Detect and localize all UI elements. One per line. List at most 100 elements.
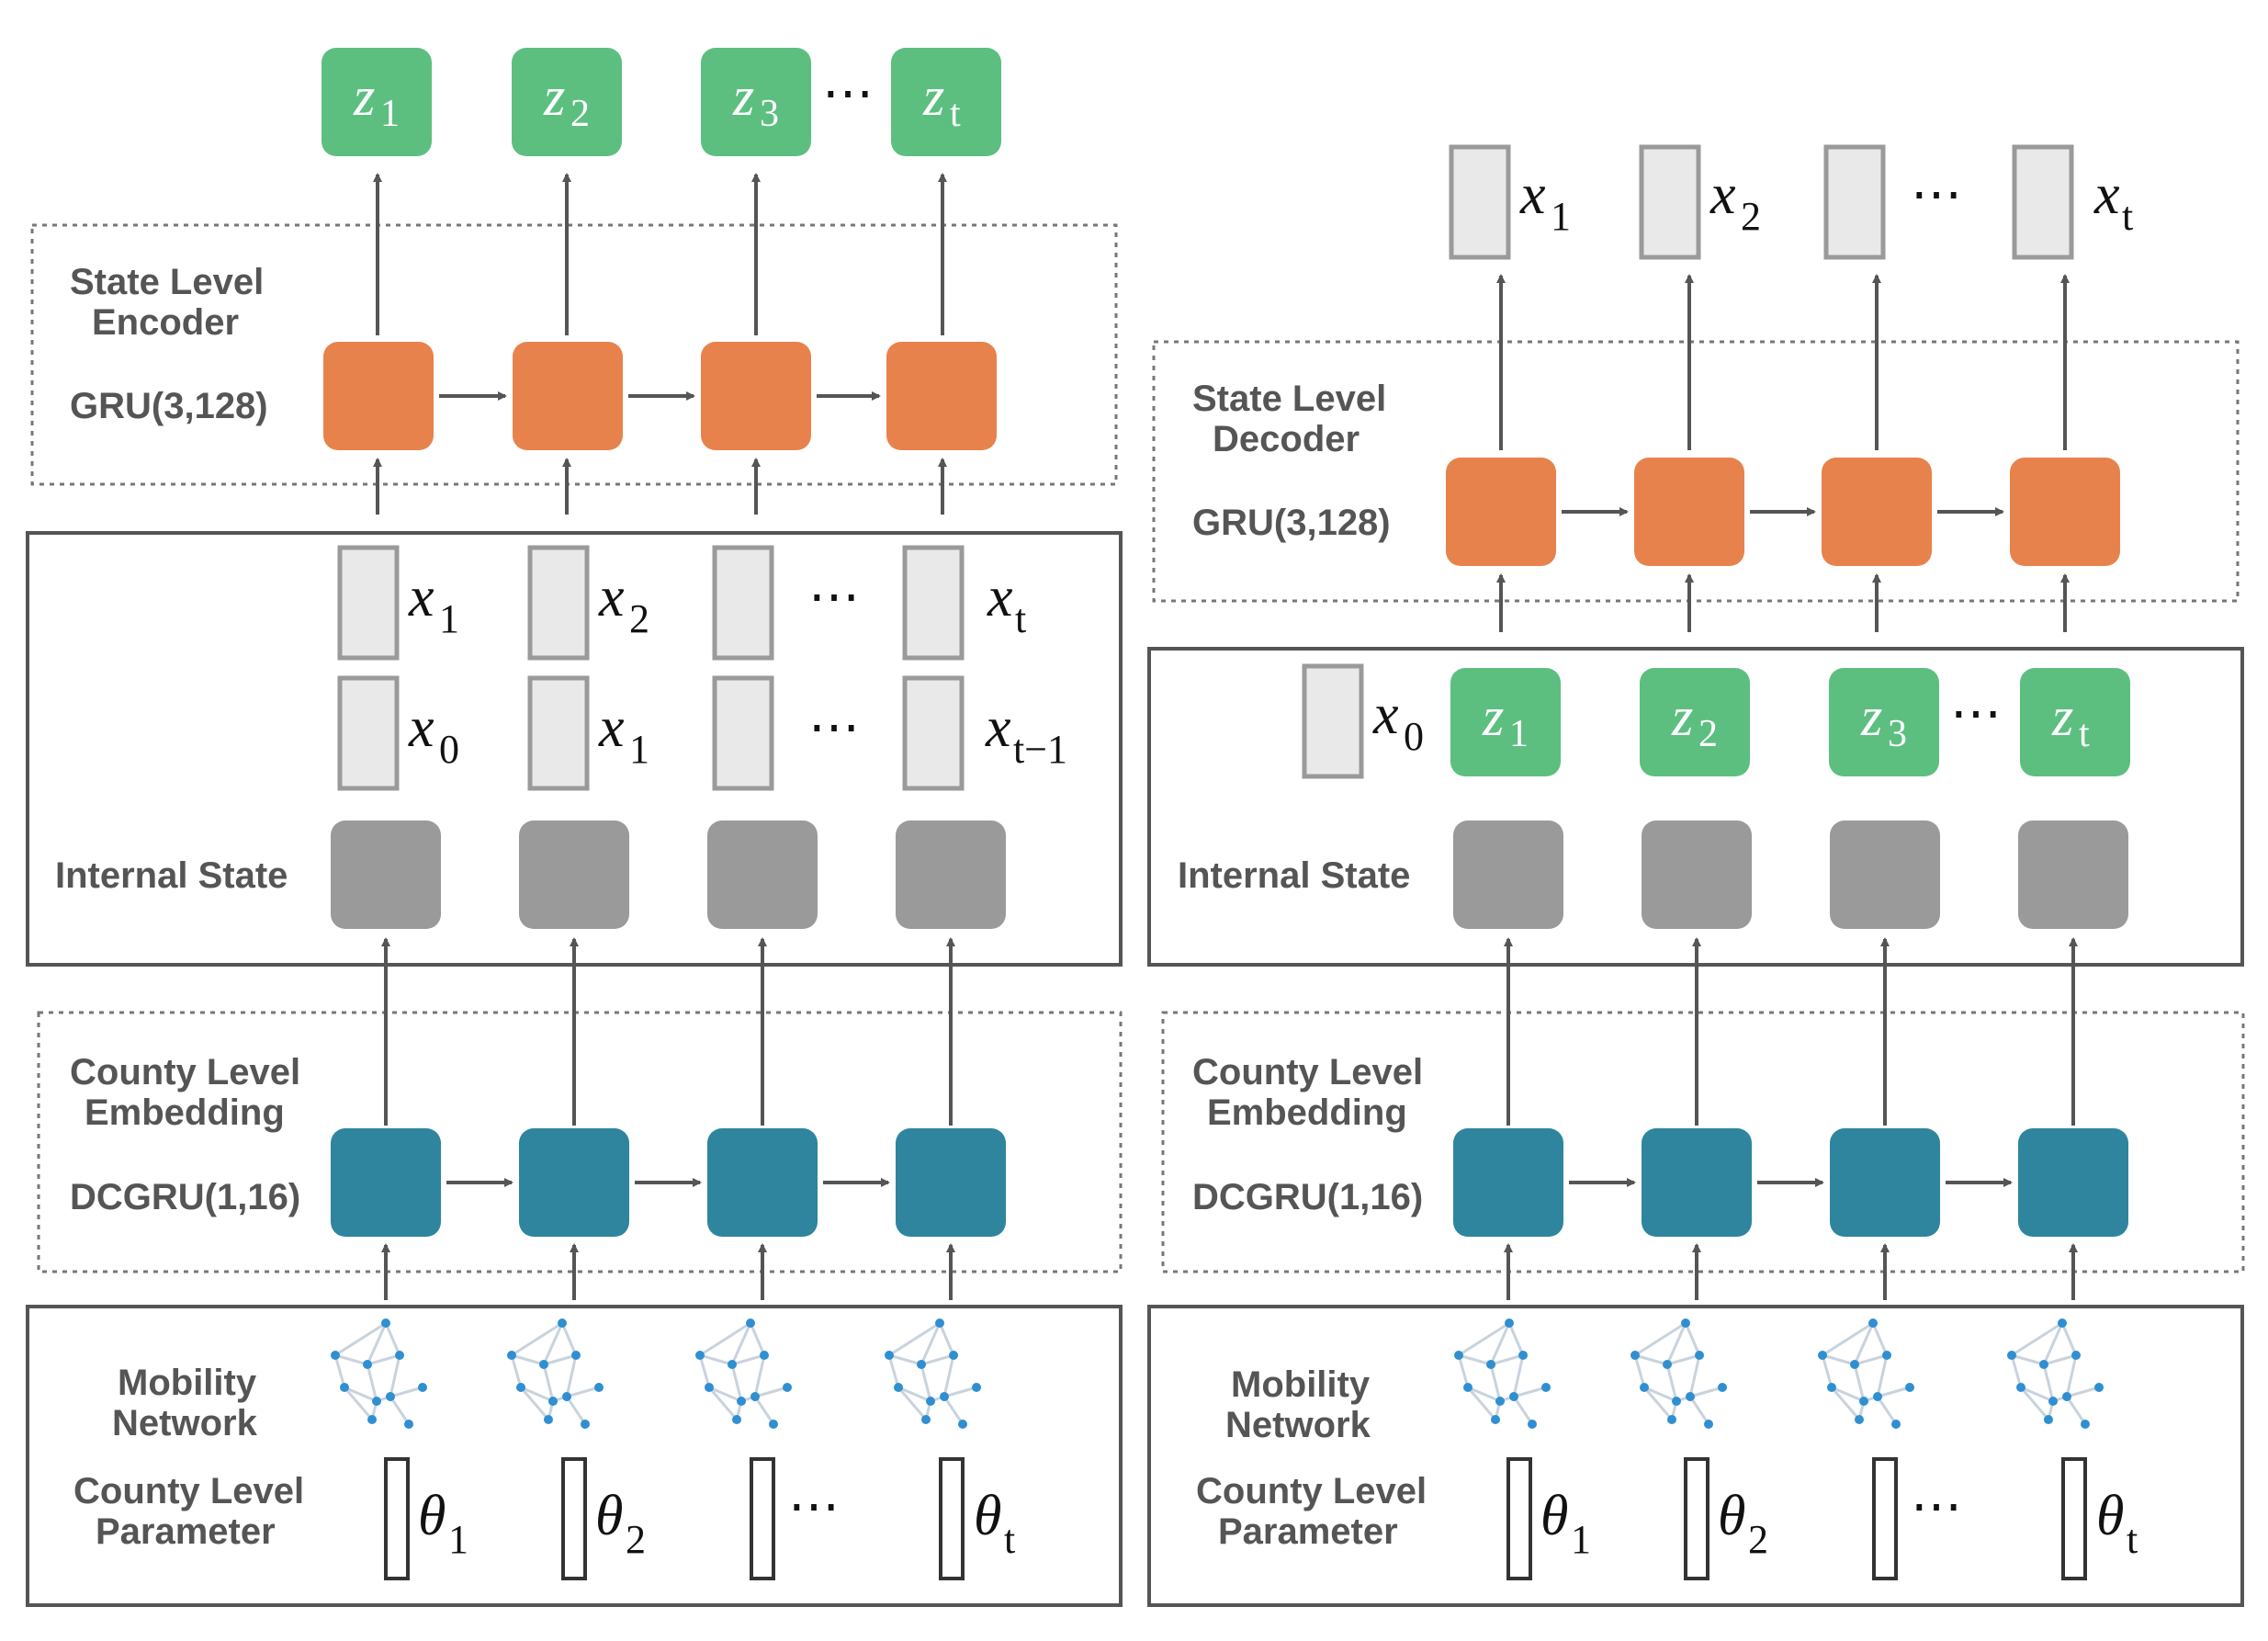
right-output-1-sub: 1 <box>1551 194 1571 239</box>
left-encoder-frame <box>30 223 1118 486</box>
right-internal-state-label: Internal State <box>1178 855 1410 896</box>
right-theta-4-sub: t <box>2127 1517 2138 1562</box>
right-theta-2-sub: 2 <box>1748 1517 1768 1562</box>
right-x0-vector <box>1302 663 1364 779</box>
left-x-bottom-vector-2 <box>527 675 590 791</box>
left-theta-4-base: θ <box>974 1485 1001 1547</box>
right-decoder-label-line1: State Level <box>1192 379 1386 419</box>
left-theta-2-sub: 2 <box>626 1517 646 1562</box>
left-theta-vector-3 <box>750 1457 775 1580</box>
right-z-input-1-sub: 1 <box>1509 713 1529 755</box>
left-encoder-label-line1: State Level <box>70 262 264 302</box>
left-output-z1: z 1 <box>322 48 432 156</box>
right-output-vector-2 <box>1639 144 1701 260</box>
left-output-zt-base: z <box>922 66 944 127</box>
left-x-bottom-1-base: x <box>408 696 434 759</box>
left-internal-state-cell-4 <box>896 820 1006 929</box>
right-output-4-sub: t <box>2122 194 2133 239</box>
right-mobility-label-line1: Mobility <box>1231 1364 1371 1405</box>
left-x-top-2-sub: 2 <box>629 596 649 641</box>
right-theta-vector-1 <box>1506 1457 1532 1580</box>
left-param-label-line1: County Level <box>73 1471 304 1511</box>
left-theta-2-base: θ <box>595 1485 623 1547</box>
left-theta-vector-1 <box>384 1457 410 1580</box>
right-output-ellipsis: ⋯ <box>1911 166 1962 223</box>
left-x-bottom-ellipsis: ⋯ <box>808 699 860 756</box>
right-theta-vector-3 <box>1872 1457 1898 1580</box>
right-x0-sub: 0 <box>1404 714 1424 759</box>
left-param-label-line2: Parameter <box>96 1511 276 1552</box>
right-theta-vector-2 <box>1684 1457 1709 1580</box>
left-output-zt: z t <box>891 48 1001 156</box>
left-x-top-vector-4 <box>902 545 965 661</box>
right-internal-state-cell-1 <box>1453 820 1563 929</box>
left-embedding-label-line2: Embedding <box>85 1092 285 1133</box>
left-output-zt-sub: t <box>950 93 961 135</box>
left-theta-ellipsis: ⋯ <box>788 1478 840 1535</box>
left-x-bottom-4-base: x <box>985 696 1011 759</box>
right-param-label-line2: Parameter <box>1218 1511 1398 1552</box>
left-embedding-label-line1: County Level <box>70 1052 300 1092</box>
left-mobility-graph-1 <box>329 1317 429 1431</box>
left-mobility-graph-2 <box>505 1317 605 1431</box>
right-gru-cell-4 <box>2010 458 2120 566</box>
right-embedding-frame <box>1161 1011 2245 1273</box>
right-internal-state-cell-3 <box>1830 820 1940 929</box>
right-mobility-graph-2 <box>1629 1317 1729 1431</box>
right-decoder-label-line2: Decoder <box>1213 419 1360 459</box>
right-output-1-base: x <box>1519 164 1546 226</box>
right-gru-label: GRU(3,128) <box>1192 503 1391 543</box>
left-x-top-vector-2 <box>527 545 590 661</box>
right-panel: x 1 x 2 ⋯ x t State Level Decoder GRU(3,… <box>1147 144 2245 1607</box>
left-output-z1-base: z <box>353 66 375 127</box>
right-x0-base: x <box>1372 684 1399 746</box>
right-z-input-3: z 3 <box>1829 668 1939 776</box>
right-mobility-graph-1 <box>1452 1317 1552 1431</box>
right-z-input-2-sub: 2 <box>1698 713 1718 755</box>
left-x-bottom-2-base: x <box>598 696 625 759</box>
left-panel: z 1 z 2 z 3 ⋯ z t State Level Encoder GR… <box>26 48 1123 1607</box>
right-decoder-frame <box>1152 340 2240 603</box>
left-mobility-label-line2: Network <box>112 1403 258 1443</box>
left-output-z2: z 2 <box>512 48 622 156</box>
left-x-top-vector-1 <box>337 545 400 661</box>
left-gru-cell-2 <box>513 342 623 450</box>
left-dcgru-cell-2 <box>519 1128 629 1237</box>
left-dcgru-cell-1 <box>331 1128 441 1237</box>
left-output-ellipsis: ⋯ <box>822 65 874 122</box>
left-x-bottom-vector-4 <box>902 675 965 791</box>
left-x-top-ellipsis: ⋯ <box>808 569 860 626</box>
right-mobility-graph-4 <box>2005 1317 2105 1431</box>
right-theta-4-base: θ <box>2096 1485 2124 1547</box>
right-output-vector-1 <box>1449 144 1511 260</box>
left-output-z1-sub: 1 <box>380 93 400 135</box>
right-z-input-1-base: z <box>1482 686 1504 747</box>
right-z-input-3-base: z <box>1860 686 1882 747</box>
right-output-vector-4 <box>2012 144 2074 260</box>
right-gru-cell-3 <box>1822 458 1932 566</box>
left-mobility-label-line1: Mobility <box>118 1363 257 1403</box>
left-embedding-frame <box>37 1011 1123 1273</box>
right-gru-cell-1 <box>1446 458 1556 566</box>
left-dcgru-cell-4 <box>896 1128 1006 1237</box>
left-x-top-1-base: x <box>408 566 434 628</box>
left-x-top-2-base: x <box>598 566 625 628</box>
right-internal-state-cell-4 <box>2018 820 2128 929</box>
left-output-z2-sub: 2 <box>570 93 590 135</box>
right-z-input-t-sub: t <box>2079 713 2090 755</box>
left-x-top-4-sub: t <box>1015 596 1026 641</box>
right-internal-state-cell-2 <box>1642 820 1752 929</box>
right-param-label-line1: County Level <box>1196 1471 1427 1511</box>
left-gru-cell-3 <box>701 342 811 450</box>
left-x-top-4-base: x <box>987 566 1013 628</box>
right-dcgru-label: DCGRU(1,16) <box>1192 1177 1423 1217</box>
left-output-z2-base: z <box>543 66 565 127</box>
left-theta-4-sub: t <box>1004 1517 1015 1562</box>
left-x-bottom-vector-3 <box>712 675 774 791</box>
right-z-input-ellipsis: ⋯ <box>1950 685 2002 742</box>
left-x-bottom-2-sub: 1 <box>629 727 649 772</box>
left-gru-cell-4 <box>886 342 997 450</box>
left-internal-state-cell-3 <box>707 820 818 929</box>
left-x-bottom-4-sub: t−1 <box>1013 727 1067 772</box>
left-theta-1-base: θ <box>418 1485 446 1547</box>
